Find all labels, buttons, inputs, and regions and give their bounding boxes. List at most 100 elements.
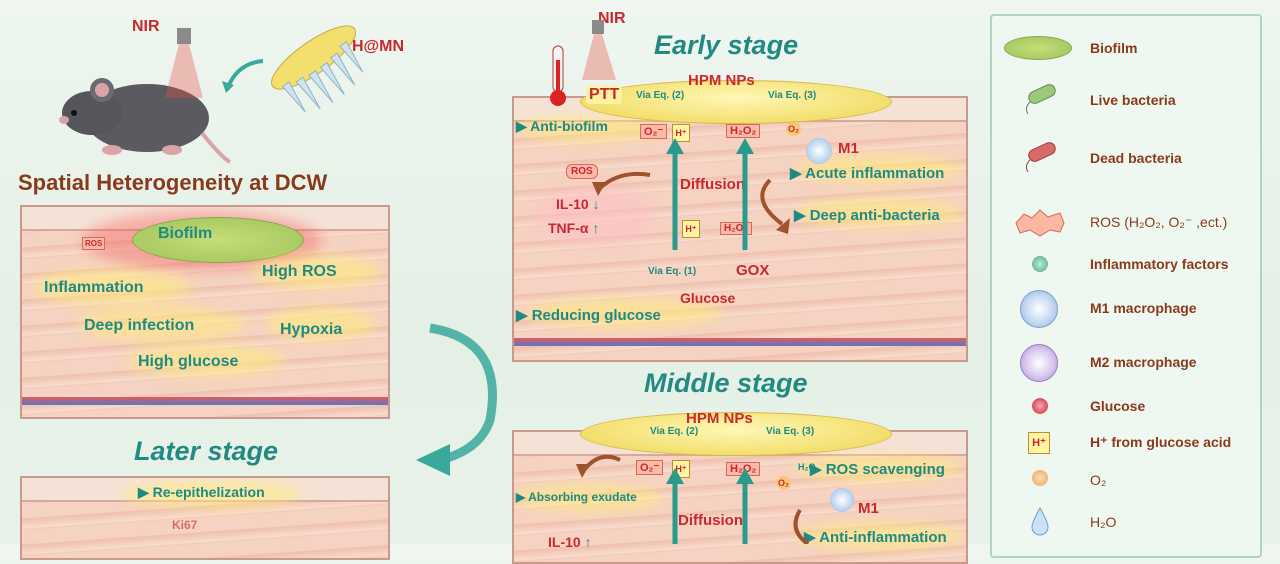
- early-o2-minus: O₂⁻: [640, 124, 668, 139]
- early-gox: GOX: [736, 262, 770, 279]
- early-reducing-glucose: ▶ Reducing glucose: [516, 307, 661, 324]
- legend-item-m1: M1 macrophage: [992, 290, 1260, 330]
- ros-icon: [1012, 208, 1068, 238]
- legend-label-h2o: H₂O: [1090, 514, 1117, 530]
- legend-item-dead-bacteria: Dead bacteria: [992, 138, 1260, 178]
- middle-m1-macrophage-icon: [830, 488, 854, 512]
- re-epithelization-text: Re-epithelization: [152, 484, 265, 500]
- legend-label-m1: M1 macrophage: [1090, 300, 1197, 316]
- legend-item-h-plus: H⁺ H⁺ from glucose acid: [992, 432, 1260, 472]
- early-acute-text: Acute inflammation: [805, 165, 945, 182]
- main-title: Spatial Heterogeneity at DCW: [18, 170, 328, 195]
- dcw-label-deep-infection: Deep infection: [84, 317, 195, 334]
- middle-via3: Via Eq. (3): [766, 426, 815, 437]
- dcw-label-high-glucose: High glucose: [138, 353, 239, 370]
- early-diffusion: Diffusion: [680, 176, 745, 193]
- middle-anti-inflammation-text: Anti-inflammation: [819, 529, 947, 546]
- middle-flow-arrows: [560, 440, 840, 546]
- middle-o2-minus: O₂⁻: [636, 460, 664, 475]
- legend-item-biofilm: Biofilm: [992, 28, 1260, 68]
- water-drop-icon: [1030, 506, 1050, 536]
- early-via3: Via Eq. (3): [768, 90, 817, 101]
- legend-label-h-plus: H⁺ from glucose acid: [1090, 434, 1232, 450]
- legend-label-glucose: Glucose: [1090, 398, 1146, 414]
- legend-label-biofilm: Biofilm: [1090, 40, 1138, 56]
- early-m1-macrophage-icon: [806, 138, 832, 164]
- blood-vessel: [22, 397, 388, 405]
- middle-ros-scavenging-text: ROS scavenging: [825, 461, 945, 478]
- dead-bacteria-icon: [1020, 142, 1060, 173]
- legend-item-m2: M2 macrophage: [992, 344, 1260, 384]
- early-tnf-arrow: ↑: [592, 220, 600, 236]
- dcw-label-high-ros: High ROS: [262, 263, 337, 280]
- mouse-illustration: [52, 58, 232, 168]
- biofilm-icon: [1004, 36, 1072, 60]
- m2-macrophage-icon: [1020, 344, 1058, 382]
- inflammatory-factor-icon: [1032, 256, 1048, 272]
- early-il10-text: IL-10: [556, 196, 589, 212]
- oxygen-icon: [1032, 470, 1048, 486]
- early-o2: O₂: [786, 122, 801, 136]
- early-acute-inflammation: ▶ Acute inflammation: [790, 165, 945, 182]
- stage-transition-arrow: [410, 320, 510, 480]
- middle-o2: O₂: [776, 476, 791, 490]
- early-via2: Via Eq. (2): [636, 90, 685, 101]
- early-stage-tissue-panel: [512, 96, 968, 362]
- early-ros-burst: ROS: [566, 164, 598, 179]
- middle-hpm-np-layer: [580, 412, 892, 456]
- legend-item-o2: O₂: [992, 470, 1260, 510]
- early-via1: Via Eq. (1): [648, 266, 697, 277]
- early-nir-beam: [582, 20, 618, 80]
- early-flow-arrows: [560, 120, 840, 290]
- early-ptt-label: PTT: [586, 86, 623, 104]
- early-reducing-text: Reducing glucose: [531, 307, 661, 324]
- early-blood-vessel: [514, 338, 966, 346]
- h-plus-icon: H⁺: [1028, 432, 1050, 454]
- microneedle-patch: [256, 18, 376, 118]
- early-h-plus-badge: H⁺: [672, 124, 690, 142]
- thermometer-icon: [546, 44, 570, 108]
- middle-h2o2: H₂O₂: [726, 462, 761, 476]
- middle-h2o: H₂O: [798, 462, 816, 472]
- early-m1-label: M1: [838, 140, 859, 157]
- middle-absorbing-exudate: ▶ Absorbing exudate: [516, 490, 637, 504]
- legend-item-glucose: Glucose: [992, 396, 1260, 436]
- legend-item-live-bacteria: Live bacteria: [992, 80, 1260, 120]
- middle-m1-label: M1: [858, 500, 879, 517]
- early-glucose: Glucose: [680, 290, 736, 306]
- m1-macrophage-icon: [1020, 290, 1058, 328]
- early-nir-label: NIR: [598, 10, 626, 27]
- middle-via2: Via Eq. (2): [650, 426, 699, 437]
- later-stage-tissue-panel: ▶ Re-epithelization Ki67: [20, 476, 390, 560]
- legend-label-inflammatory: Inflammatory factors: [1090, 256, 1229, 272]
- dcw-label-hypoxia: Hypoxia: [280, 321, 343, 338]
- middle-diffusion: Diffusion: [678, 512, 743, 529]
- early-il10-arrow: ↓: [592, 196, 600, 212]
- legend-label-o2: O₂: [1090, 472, 1107, 488]
- early-hpm-label: HPM NPs: [688, 72, 755, 89]
- early-stage-title: Early stage: [654, 30, 799, 60]
- legend-item-inflammatory: Inflammatory factors: [992, 250, 1260, 290]
- nir-label-left: NIR: [132, 18, 160, 35]
- early-tnf: TNF-α ↑: [548, 220, 599, 236]
- middle-absorbing-text: Absorbing exudate: [528, 490, 637, 504]
- early-il10: IL-10 ↓: [556, 196, 600, 212]
- early-h2o2-top: H₂O₂: [726, 124, 761, 138]
- legend-item-ros: ROS (H₂O₂, O₂⁻ ,ect.): [992, 204, 1260, 244]
- hmn-label: H@MN: [352, 38, 405, 55]
- later-stage-title: Later stage: [134, 436, 279, 466]
- early-tnf-text: TNF-α: [548, 220, 589, 236]
- later-label-ki67: Ki67: [172, 518, 198, 532]
- legend-panel: Biofilm Live bacteria Dead bacteria ROS …: [990, 14, 1262, 558]
- dcw-tissue-panel: Biofilm High ROS Inflammation Deep infec…: [20, 205, 390, 419]
- early-deep-anti-bacteria: ▶ Deep anti-bacteria: [794, 207, 940, 224]
- biofilm-patch: [132, 217, 304, 263]
- legend-label-m2: M2 macrophage: [1090, 354, 1197, 370]
- early-anti-biofilm-text: Anti-biofilm: [530, 118, 608, 134]
- early-h-plus-lower: H⁺: [682, 220, 700, 238]
- early-anti-biofilm: ▶ Anti-biofilm: [516, 118, 608, 134]
- dcw-label-inflammation: Inflammation: [44, 279, 144, 296]
- glucose-icon: [1032, 398, 1048, 414]
- curved-arrow-icon: [218, 55, 268, 95]
- middle-hpm-label: HPM NPs: [686, 410, 753, 427]
